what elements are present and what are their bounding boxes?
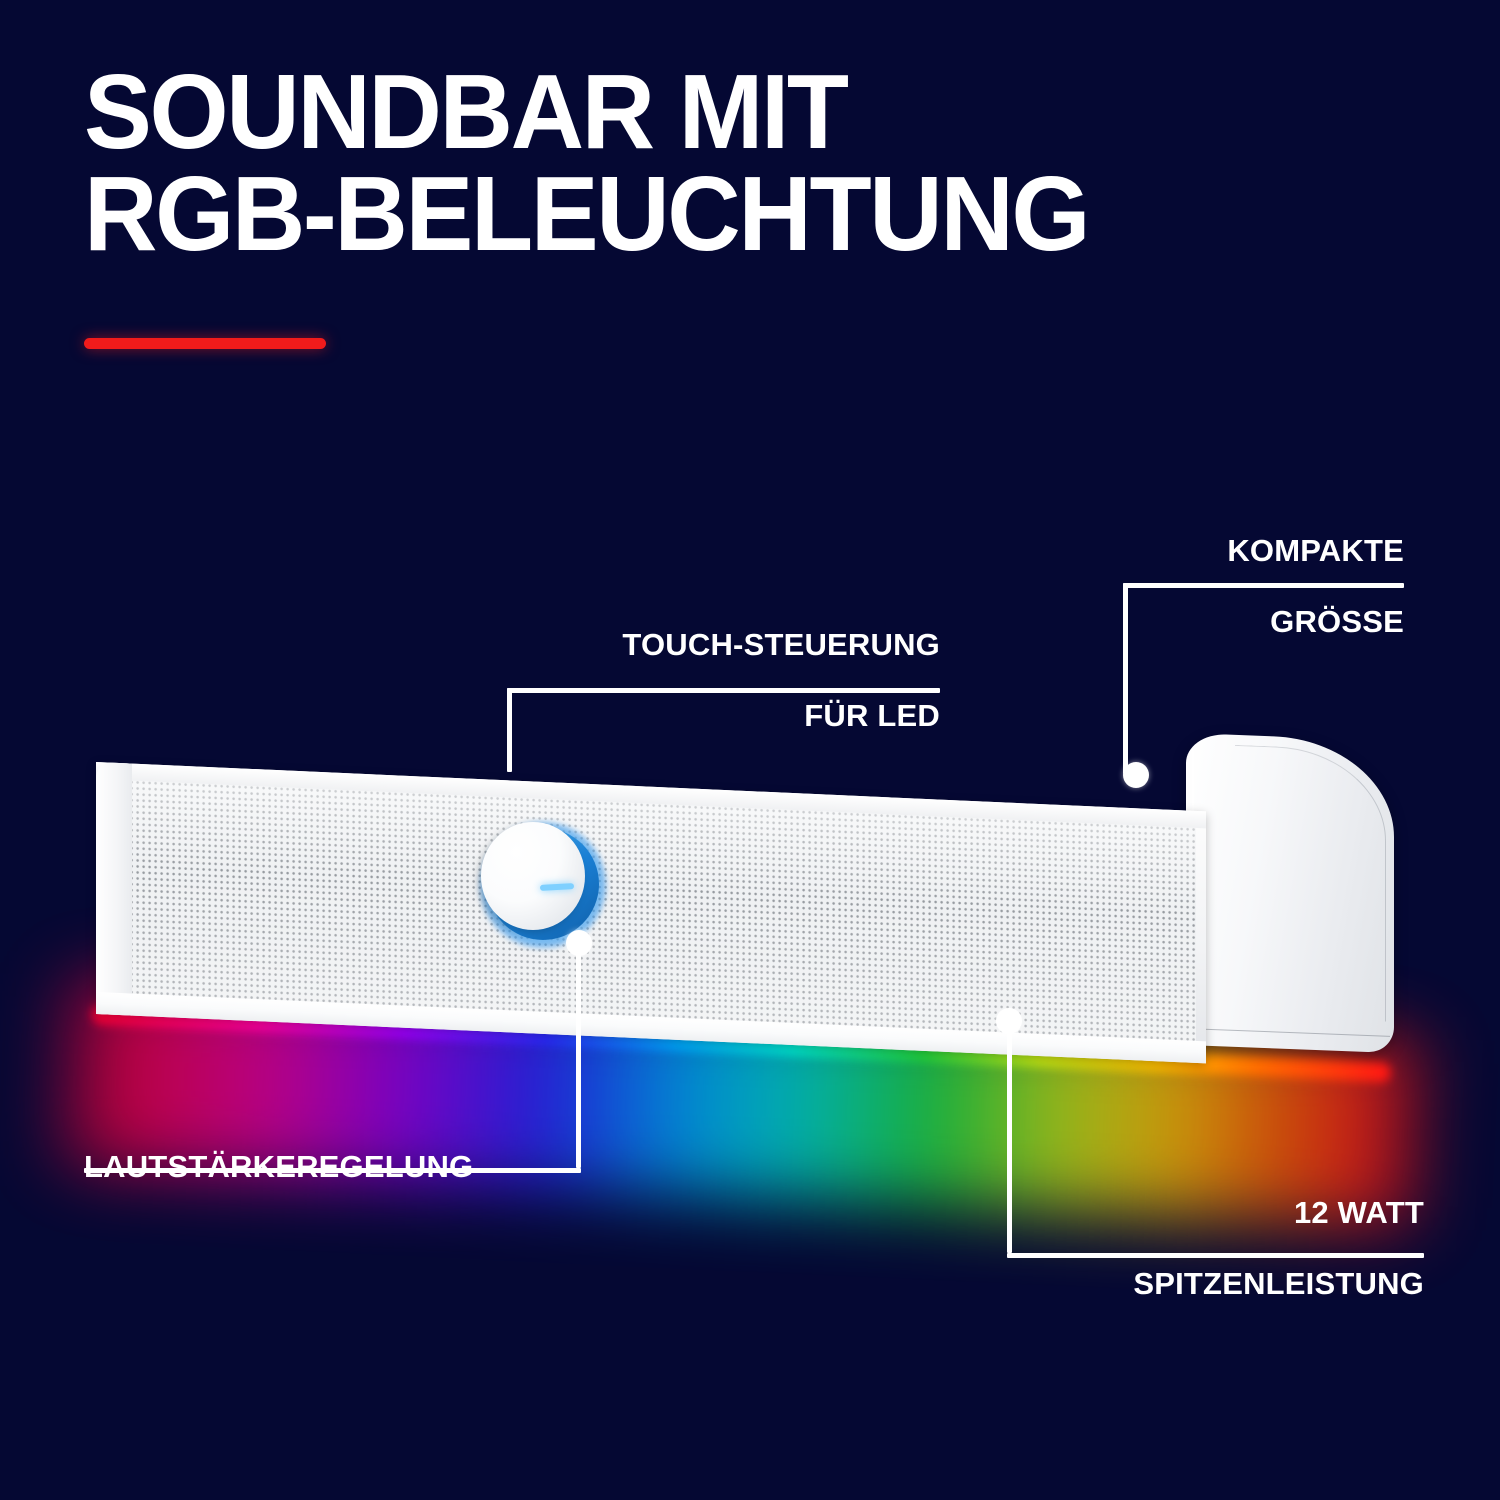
callout-peak-power-line1: 12 WATT (1293, 1195, 1424, 1231)
callout-peak-power-underline (1007, 1253, 1424, 1258)
callout-peak-power-leader (1007, 1030, 1012, 1253)
page-title: SOUNDBAR MIT RGB-BELEUCHTUNG (84, 53, 1444, 273)
callout-compact-size-dot (1123, 762, 1149, 788)
grille-sheen (130, 780, 1196, 1043)
callout-volume-control-underline (84, 1168, 581, 1173)
headline-line-2: RGB-BELEUCHTUNG (84, 154, 1091, 273)
callout-volume-control-leader (576, 952, 581, 1168)
callout-peak-power-label: 12 WATT SPITZENLEISTUNG (1000, 1160, 1424, 1301)
callout-volume-control-label: LAUTSTÄRKEREGELUNG (84, 1114, 604, 1185)
callout-volume-control-dot (566, 930, 592, 956)
bezel-bottom-edge (96, 992, 1206, 1064)
rgb-light-strip (91, 1004, 1392, 1083)
end-cap-contour (1235, 744, 1386, 1022)
callout-compact-size-line2: GRÖSSE (1270, 603, 1404, 639)
callout-touch-control-label: TOUCH-STEUERUNG FÜR LED (500, 592, 940, 733)
callout-compact-size-leader (1123, 583, 1128, 774)
callout-compact-size-label: KOMPAKTE GRÖSSE (1060, 498, 1404, 639)
callout-touch-control-underline (507, 688, 940, 693)
volume-knob-ring (487, 828, 599, 940)
callout-touch-control-line2: FÜR LED (804, 697, 940, 733)
soundbar-body (96, 762, 1206, 1064)
callout-touch-control-leader (507, 688, 512, 772)
red-accent-bar (84, 338, 326, 349)
callout-compact-size-underline (1123, 583, 1404, 588)
volume-knob-dial[interactable] (481, 822, 585, 930)
callout-peak-power-line2: SPITZENLEISTUNG (1133, 1265, 1424, 1301)
callout-volume-control-line1: LAUTSTÄRKEREGELUNG (84, 1149, 474, 1185)
soundbar-right-end-cap (1186, 733, 1394, 1053)
callout-peak-power-dot (996, 1008, 1022, 1034)
callout-touch-control-line1: TOUCH-STEUERUNG (622, 627, 940, 663)
callout-compact-size-line1: KOMPAKTE (1227, 533, 1404, 569)
end-cap-base-line (1188, 1027, 1390, 1037)
headline-line-1: SOUNDBAR MIT (84, 53, 849, 171)
speaker-grille (130, 780, 1196, 1043)
bezel-left-edge (96, 762, 132, 1016)
volume-knob-indicator (539, 883, 575, 891)
volume-knob-glow (480, 822, 606, 948)
end-cap-seam (1192, 749, 1194, 1020)
bezel-top-edge (96, 762, 1206, 829)
